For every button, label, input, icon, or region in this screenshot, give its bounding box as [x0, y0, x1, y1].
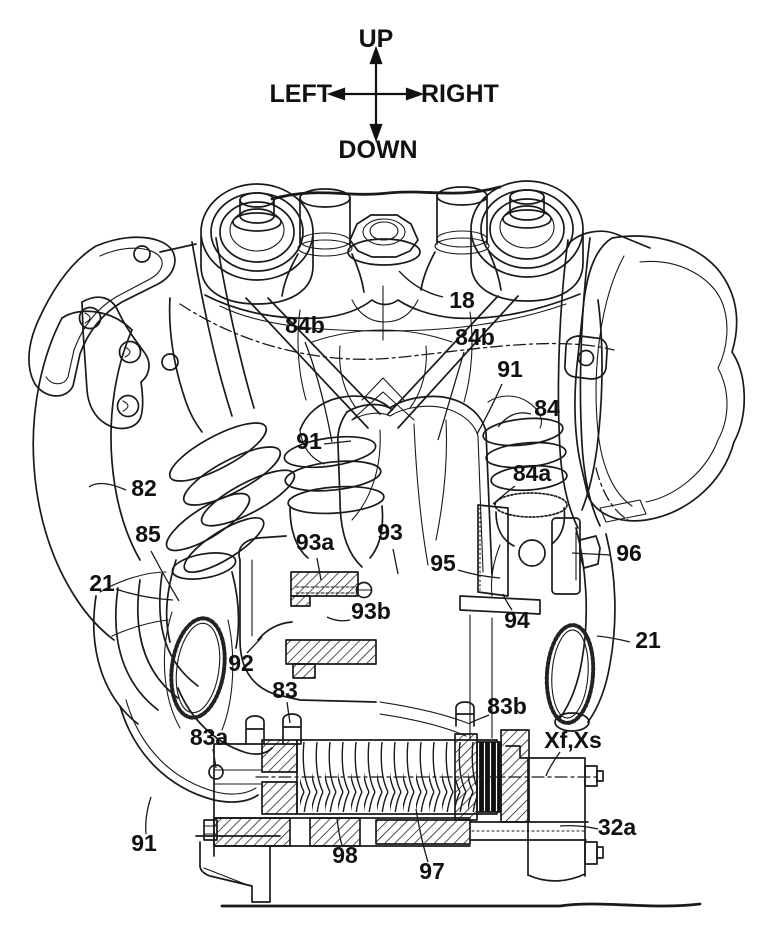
leader-line-83a-20: [212, 748, 217, 769]
leader-line-93-11: [392, 548, 399, 575]
leader-line-83-18: [286, 701, 291, 724]
compass-up-label: UP: [359, 25, 394, 53]
mount-plate-95: [459, 504, 601, 741]
engine-mid-body: [168, 285, 629, 521]
part-label-96-13: 96: [616, 540, 642, 566]
part-label-91-5: 91: [296, 428, 322, 454]
part-label-84a-6: 84a: [513, 460, 552, 486]
right-hex-bolt: [502, 189, 552, 229]
leader-line-84b-1: [304, 341, 333, 443]
part-label-XfXs-21: Xf,Xs: [544, 727, 602, 753]
part-label-91-23: 91: [131, 830, 157, 856]
leader-line-91-3: [476, 383, 503, 435]
part-label-84b-2: 84b: [455, 324, 495, 350]
compass-right-label: RIGHT: [421, 80, 499, 108]
leader-line-92-17: [246, 636, 263, 654]
supercharger-assembly: [195, 701, 702, 908]
right-engine-cover: [557, 230, 746, 529]
part-label-83b-19: 83b: [487, 693, 527, 719]
leader-line-21-9: [115, 588, 174, 601]
leader-line-97-25: [415, 808, 429, 863]
intercooler-hoses: [165, 395, 568, 573]
part-label-83-18: 83: [272, 677, 298, 703]
part-label-98-24: 98: [332, 842, 358, 868]
orientation-compass: UP LEFT RIGHT DOWN: [270, 25, 499, 164]
compass-left-label: LEFT: [270, 80, 333, 108]
compass-down-label: DOWN: [338, 136, 417, 164]
part-label-97-25: 97: [419, 858, 445, 884]
ground-line: [220, 902, 702, 908]
leader-line-85-8: [150, 550, 180, 602]
part-label-21-9: 21: [89, 570, 115, 596]
left-engine-cover: [28, 236, 255, 430]
leader-line-93a-10: [316, 557, 322, 581]
part-label-18-0: 18: [449, 287, 475, 313]
leader-line-95-12: [457, 569, 501, 579]
part-label-32a-22: 32a: [598, 814, 637, 840]
cable-line: [270, 185, 502, 201]
part-label-82-7: 82: [131, 475, 157, 501]
leader-line-96-13: [571, 552, 612, 556]
part-label-92-17: 92: [228, 650, 254, 676]
leader-line-18-0: [398, 270, 444, 298]
leader-line-83b-19: [469, 714, 490, 724]
part-label-93b-14: 93b: [351, 598, 391, 624]
leader-line-32a-22: [559, 824, 599, 830]
part-label-93a-10: 93a: [296, 529, 335, 555]
part-label-91-3: 91: [497, 356, 523, 382]
engine-top-yoke: [200, 180, 584, 332]
right-pipe-21: [544, 527, 616, 732]
part-label-85-8: 85: [135, 521, 161, 547]
leader-line-98-24: [336, 817, 343, 846]
engine-drawing: [28, 180, 746, 908]
part-label-94-15: 94: [504, 607, 530, 633]
air-duct-93: [336, 395, 493, 576]
part-label-84b-1: 84b: [285, 312, 325, 338]
leader-line-94-15: [502, 593, 513, 611]
intake-pipe-82: [32, 310, 273, 803]
leader-line-91-23: [145, 796, 152, 835]
leader-line-91-5: [323, 440, 352, 445]
part-label-83a-20: 83a: [190, 724, 229, 750]
compass-arrows: [326, 45, 425, 143]
leader-line-84a-6: [492, 485, 516, 505]
part-label-95-12: 95: [430, 550, 456, 576]
leader-line-93b-14: [326, 616, 351, 622]
leader-line-21-16: [596, 635, 631, 643]
leader-line-84-4: [497, 412, 532, 428]
part-label-93-11: 93: [377, 519, 403, 545]
turbo-body: [238, 535, 377, 703]
right-post: [420, 186, 502, 291]
leader-line-84b-2: [437, 351, 465, 441]
leader-line-82-7: [88, 482, 127, 491]
leader-line-XfXs-21: [545, 751, 561, 777]
part-label-21-16: 21: [635, 627, 661, 653]
left-duct-21: [163, 552, 240, 731]
part-label-84-4: 84: [534, 395, 560, 421]
center-nut: [347, 214, 421, 266]
left-hex-bolt: [232, 192, 282, 232]
